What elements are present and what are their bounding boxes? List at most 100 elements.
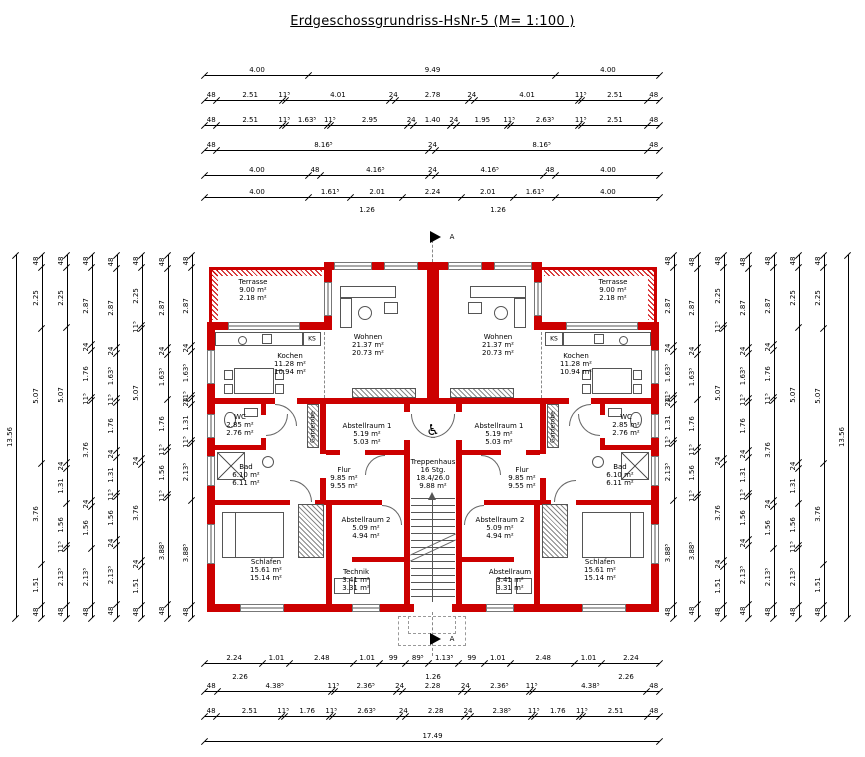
entrance-steps-dashed [408, 616, 456, 634]
room-label-line: 15.14 m² [584, 574, 616, 582]
built-in-hatch [298, 504, 324, 558]
dimension-value: 2.28 [427, 707, 444, 715]
dimension-value: 24 [764, 342, 772, 352]
room-label-line: 5.09 m² [486, 524, 514, 532]
open-plan-dashed-line [324, 332, 325, 398]
annotation-label: KS [550, 335, 558, 343]
open-plan-dashed-line [541, 332, 542, 398]
dimension-value: 24 [739, 449, 747, 459]
dimension-value: 2.38⁵ [492, 707, 511, 715]
room-label-line: 18.4/26.0 [416, 474, 450, 482]
window [651, 350, 659, 384]
dimension-value: 4.38⁵ [581, 682, 600, 690]
window [207, 524, 215, 564]
terrace-parapet-hatch [544, 270, 654, 276]
wall-segment [484, 500, 540, 505]
annotation-label: Garderobe [309, 411, 317, 443]
dimension-value: 2.87 [107, 299, 115, 316]
dimension-value: 48 [82, 607, 90, 617]
dimension-value: 4.00 [600, 188, 616, 196]
dimension-value: 1.01 [359, 654, 375, 662]
dimension-value: 48 [206, 141, 216, 149]
dimension-value: 48 [32, 607, 40, 617]
dimension-value: 11⁵ [158, 443, 166, 456]
dimension-value: 1.76 [82, 366, 90, 382]
dimension-value: 1.76 [158, 415, 166, 432]
furniture [563, 332, 651, 346]
dimension-value: 48 [649, 682, 659, 690]
dimension-value: 3.88⁵ [688, 541, 696, 561]
dimension-value: 1.31 [107, 467, 115, 483]
door-arc [481, 455, 501, 475]
dimension-value: 11⁵ [82, 393, 90, 405]
wall-segment [526, 450, 540, 455]
annotation-label: ♿ [426, 421, 440, 439]
dimension-value: 11⁵ [182, 435, 190, 448]
dimension-value: 11⁵ [327, 682, 340, 690]
dimension-value: 11⁵ [277, 707, 290, 715]
dimension-chain: 17.49 [200, 731, 664, 751]
window [207, 414, 215, 438]
room-label-line: 9.00 m² [599, 286, 627, 294]
dimension-value: 2.13⁵ [664, 462, 672, 482]
dimension-value: 48 [107, 606, 115, 616]
room-label-line: 6.11 m² [232, 479, 260, 487]
dimension-value: 11⁵ [764, 393, 772, 405]
dimension-value: 48 [664, 256, 672, 266]
room-label-line: 5.03 m² [353, 438, 381, 446]
dimension-value: 11⁵ [575, 707, 588, 715]
dimension-value: 9.49 [424, 66, 441, 74]
dimension-value: 4.01 [519, 91, 535, 99]
dimension-value: 2.51 [607, 91, 623, 99]
room-label-line: Abstellraum 1 [474, 422, 524, 430]
room-label-line: Treppenhaus [410, 458, 456, 466]
dimension-value: 24 [467, 91, 477, 99]
furniture [340, 286, 396, 298]
room-label-line: Bad [613, 463, 627, 471]
wall-segment [462, 557, 514, 562]
room-label-line: 9.55 m² [508, 482, 536, 490]
dimension-value: 3.76 [132, 504, 140, 521]
dimension-value: 1.56 [158, 464, 166, 481]
dimension-value: 2.13⁵ [789, 567, 797, 587]
dimension-value: 1.56 [57, 516, 65, 533]
dimension-line [67, 255, 68, 618]
wall-segment [600, 445, 651, 450]
stair-tread [411, 554, 455, 555]
room-label-line: Bad [239, 463, 253, 471]
dimension-value: 2.63⁵ [535, 116, 555, 124]
dimension-value: 2.01 [479, 188, 496, 196]
dimension-value: 1.56 [107, 510, 115, 526]
room-label-line: Wohnen [353, 333, 383, 341]
room-label-line: 16 Stg. [420, 466, 446, 474]
dimension-value: 89⁵ [411, 654, 424, 662]
room-label-line: 4.94 m² [352, 532, 380, 540]
dimension-value: 11⁵ [714, 320, 722, 333]
built-in-hatch [547, 404, 559, 448]
wall-segment [456, 450, 501, 455]
dimension-value: 24 [107, 449, 115, 459]
dimension-value: 2.13⁵ [107, 566, 115, 585]
dimension-value: 48 [57, 607, 65, 617]
dimension-value: 24 [132, 559, 140, 569]
room-label-line: Flur [337, 466, 351, 474]
dimension-value: 2.25 [32, 290, 40, 306]
furniture [468, 302, 482, 314]
room-label-line: Flur [515, 466, 529, 474]
dimension-value: 1.31 [664, 414, 672, 431]
furniture [633, 370, 642, 380]
dimension-value: 24 [764, 499, 772, 509]
furniture [215, 332, 303, 346]
wall-segment [261, 404, 266, 415]
dimension-line [205, 75, 660, 76]
dimension-line [205, 716, 660, 717]
